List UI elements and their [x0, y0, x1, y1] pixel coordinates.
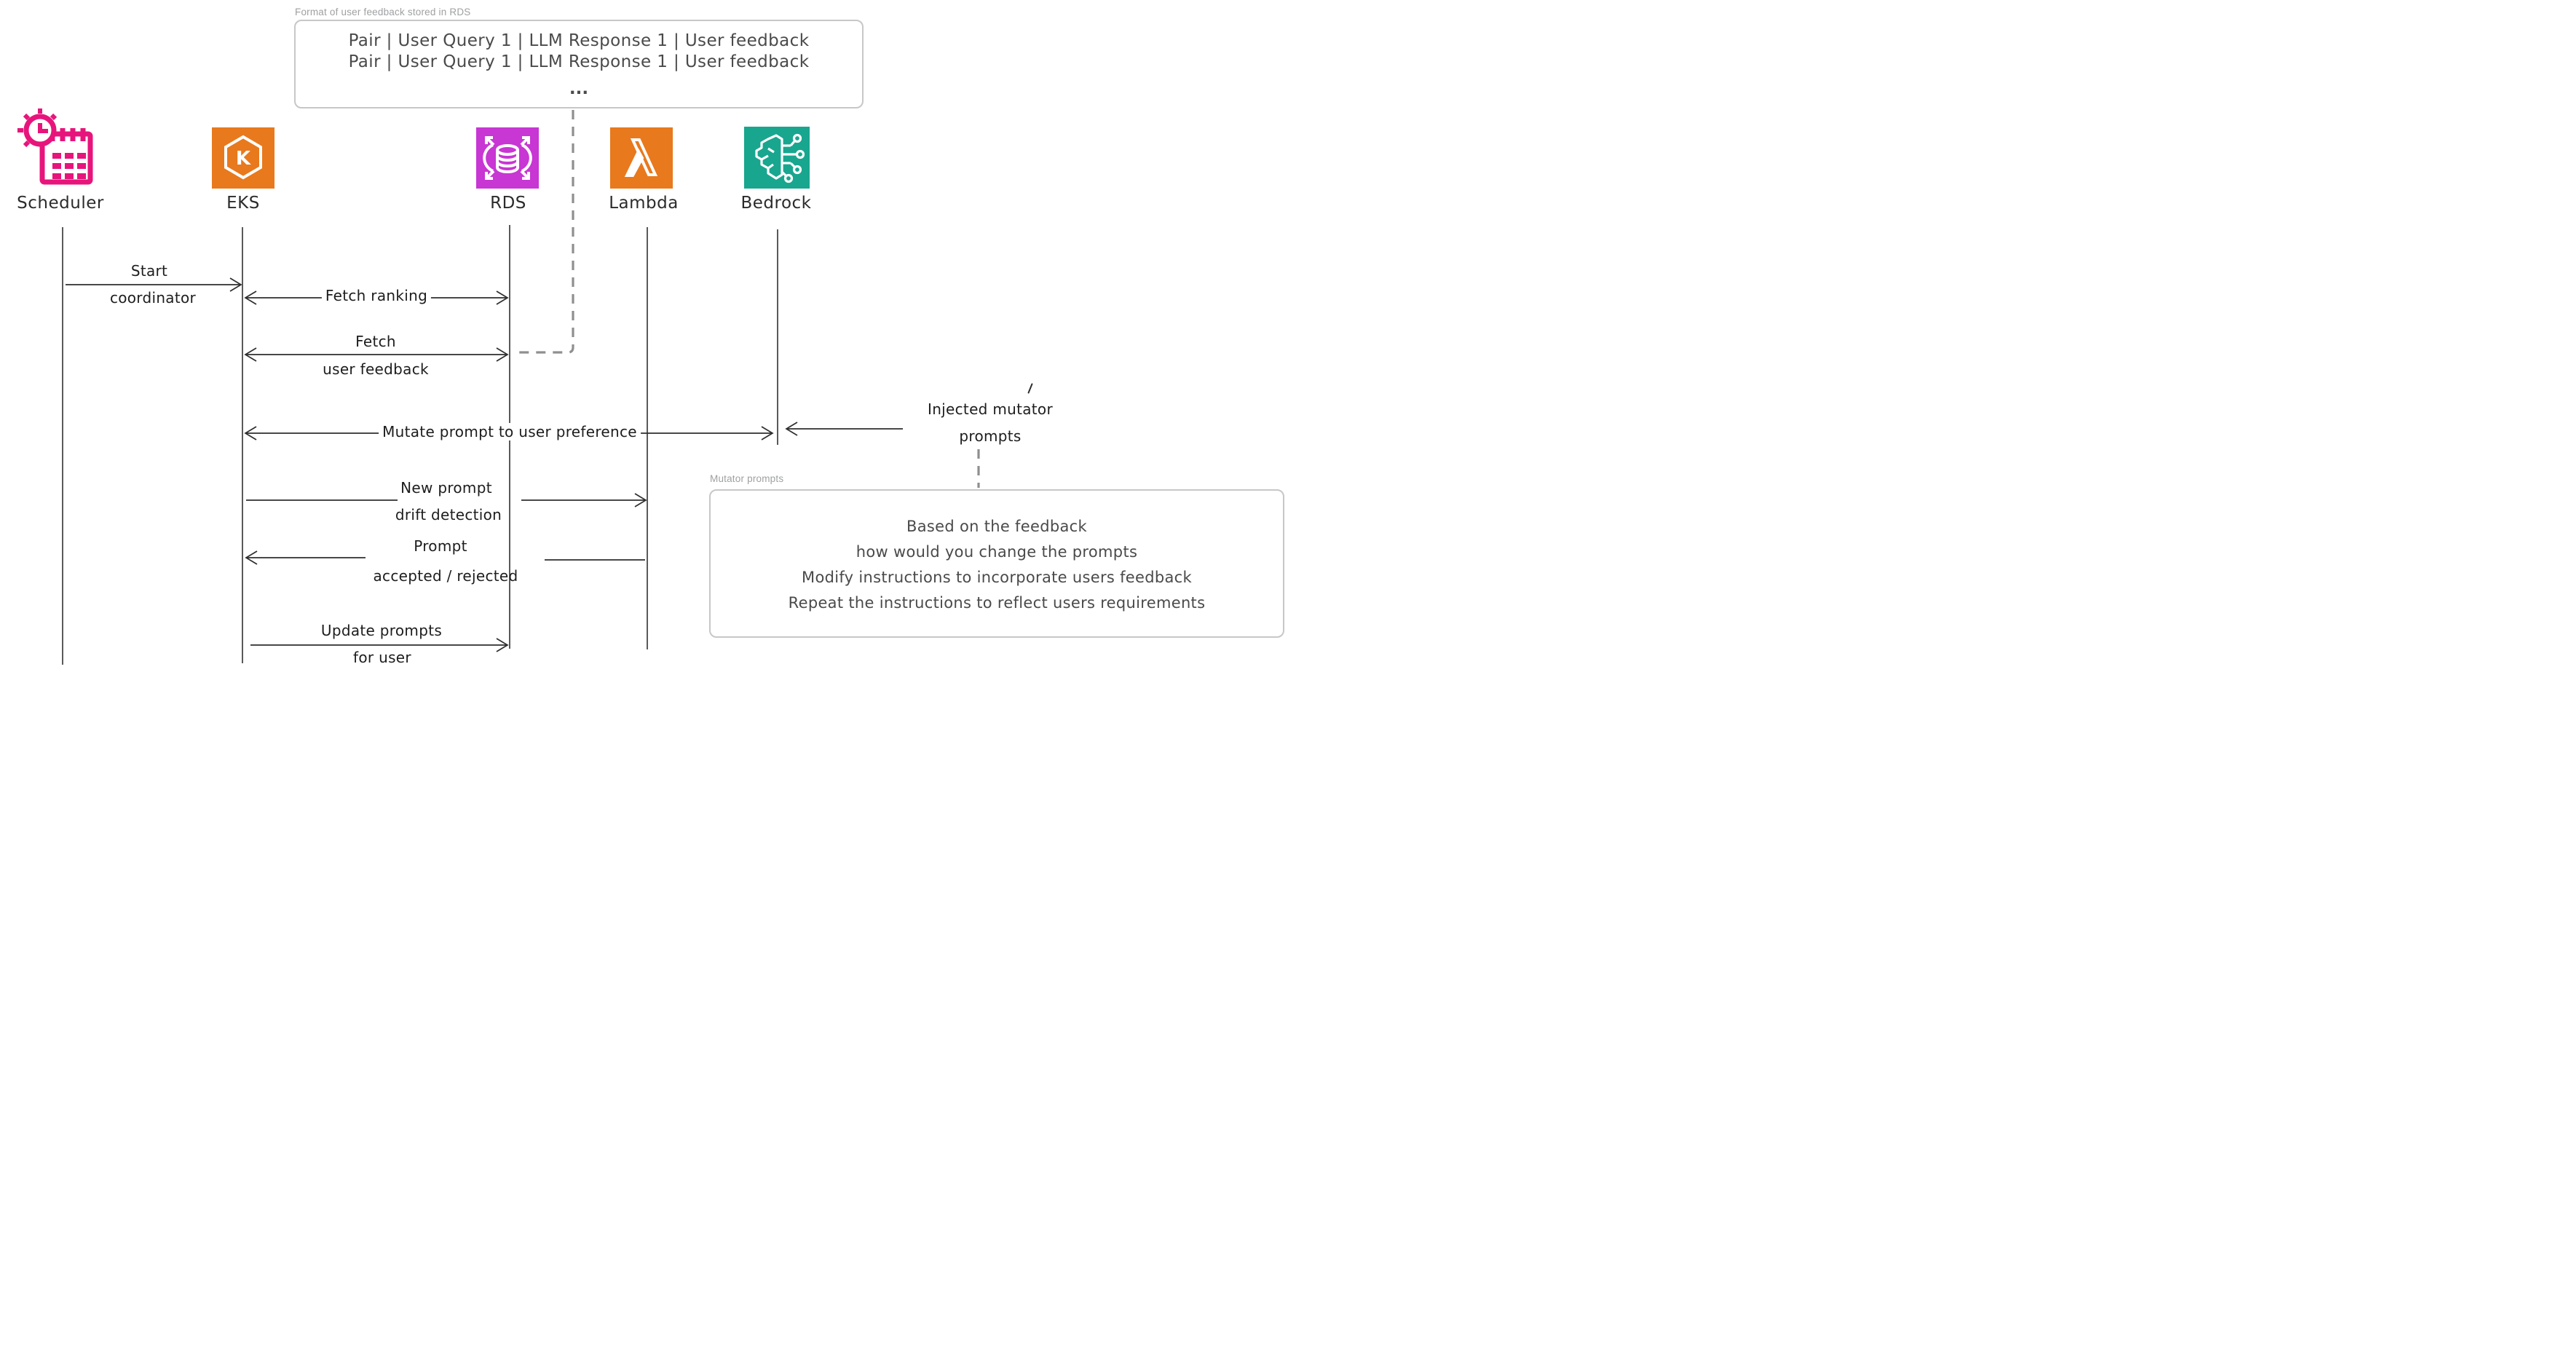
- arrow-update-prompts: [250, 638, 509, 652]
- top-note-connector: [516, 110, 574, 354]
- top-note-box: Pair | User Query 1 | LLM Response 1 | U…: [294, 20, 864, 108]
- mutator-note-label: Mutator prompts: [710, 473, 784, 484]
- msg-fetch-ranking: Fetch ranking: [321, 287, 432, 304]
- actor-label-rds: RDS: [490, 194, 526, 213]
- msg-new-prompt-line2: drift detection: [395, 506, 502, 523]
- arrow-start-coordinator: [66, 277, 242, 292]
- msg-new-prompt-line1: New prompt: [400, 479, 492, 497]
- top-note-label: Format of user feedback stored in RDS: [295, 7, 471, 17]
- lambda-icon: [610, 127, 673, 189]
- msg-update-prompts-line2: for user: [349, 649, 415, 666]
- top-note-ellipsis: ...: [569, 79, 589, 98]
- mutator-note-line-3: Modify instructions to incorporate users…: [802, 569, 1192, 586]
- msg-start-line1: Start: [130, 262, 168, 280]
- msg-injected-line1: Injected mutator: [928, 400, 1053, 418]
- arrow-fetch-user-feedback: [244, 347, 509, 362]
- eks-icon: K: [212, 127, 274, 189]
- sequence-diagram-canvas: Format of user feedback stored in RDS Pa…: [0, 0, 1288, 676]
- arrow-new-prompt: [246, 493, 647, 507]
- message-arrows: [66, 277, 903, 652]
- top-note-line-2: Pair | User Query 1 | LLM Response 1 | U…: [348, 52, 810, 71]
- arrow-injected-mutator: [785, 422, 903, 436]
- msg-start-line2: coordinator: [109, 289, 197, 307]
- msg-fetch-feedback-line1: Fetch: [352, 333, 400, 350]
- mutator-note-box: Based on the feedback how would you chan…: [709, 489, 1284, 638]
- top-note-line-1: Pair | User Query 1 | LLM Response 1 | U…: [348, 31, 810, 50]
- msg-update-prompts-line1: Update prompts: [317, 622, 446, 639]
- msg-prompt-accepted-line2: accepted / rejected: [373, 567, 518, 585]
- msg-prompt-accepted-line1: Prompt: [414, 537, 467, 555]
- bedrock-icon: [744, 127, 810, 189]
- actor-label-bedrock: Bedrock: [740, 194, 812, 213]
- msg-injected-line2: prompts: [959, 427, 1022, 445]
- msg-fetch-feedback-line2: user feedback: [319, 360, 432, 378]
- mutator-note-line-4: Repeat the instructions to reflect users…: [788, 594, 1206, 612]
- actor-label-lambda: Lambda: [609, 194, 679, 213]
- arrow-prompt-accepted: [245, 550, 645, 565]
- scheduler-icon-clock: [17, 108, 58, 148]
- mutator-note-line-2: how would you change the prompts: [856, 543, 1138, 561]
- svg-text:K: K: [236, 148, 251, 170]
- actor-label-eks: EKS: [226, 194, 260, 213]
- scheduler-icon-grid: [52, 153, 86, 179]
- actor-label-scheduler: Scheduler: [17, 194, 104, 213]
- scheduler-icon: [17, 108, 93, 185]
- note-connectors: [516, 110, 980, 488]
- mutator-note-line-1: Based on the feedback: [906, 518, 1087, 535]
- diagram-lines-overlay: [62, 110, 980, 665]
- rds-icon: [476, 127, 539, 189]
- msg-mutate-prompt: Mutate prompt to user preference: [379, 423, 641, 440]
